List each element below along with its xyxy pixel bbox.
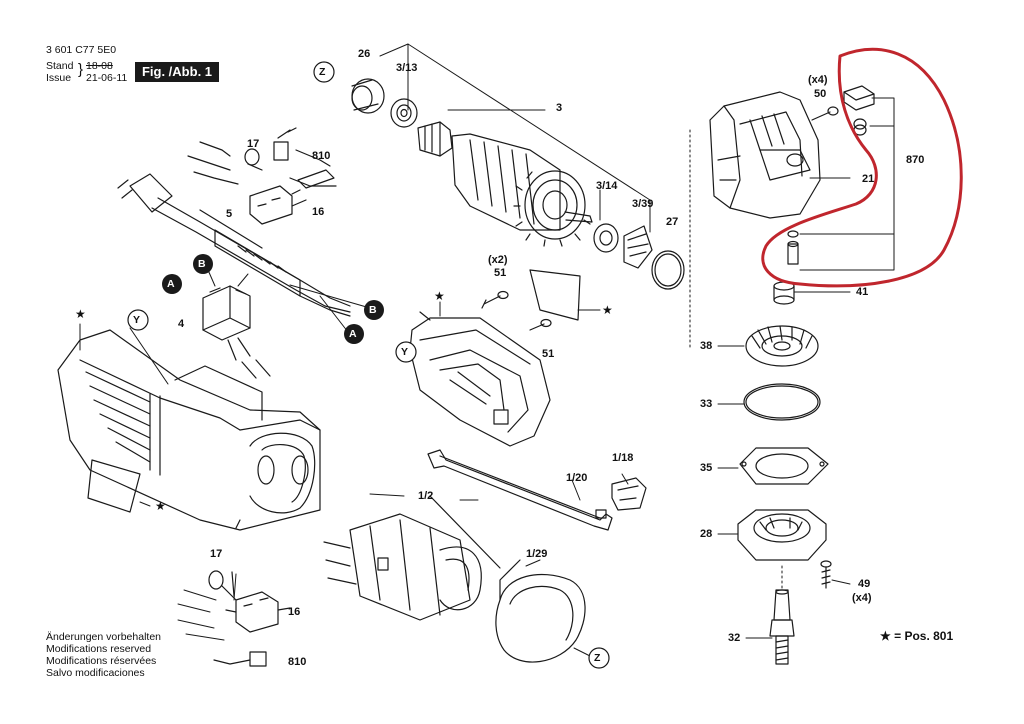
callout-1-29: 1/29 [526, 548, 548, 560]
bearing-3-13 [390, 98, 418, 128]
spring-17b [208, 570, 237, 601]
callout-51a-qty: (x2) [488, 254, 508, 266]
callout-49-qty: (x4) [852, 592, 872, 604]
bearing-flange-28 [737, 509, 827, 561]
modification-line-es: Salvo modificaciones [46, 667, 145, 679]
callout-32: 32 [728, 632, 741, 644]
screw-51b [529, 318, 552, 331]
bearing-3-14 [593, 223, 619, 253]
star-icon: ★ [602, 303, 613, 317]
issue-date: 21-06-11 [86, 72, 128, 84]
callout-33: 33 [700, 398, 713, 410]
brush-810b [213, 651, 267, 667]
callout-51b: 51 [542, 348, 555, 360]
callout-51a: 51 [494, 267, 507, 279]
modification-line-de: Änderungen vorbehalten [46, 631, 162, 643]
gear-head-housing-21 [709, 91, 821, 219]
callout-5: 5 [226, 208, 233, 220]
switch-4 [202, 285, 271, 379]
brush-holder-16b [225, 591, 291, 633]
callout-810b: 810 [288, 656, 307, 668]
stand-date: 18-08 [86, 60, 113, 72]
figure-label: Fig. /Abb. 1 [135, 62, 219, 82]
callout-1-18: 1/18 [612, 452, 634, 464]
callout-3-14: 3/14 [596, 180, 618, 192]
modification-line-en: Modifications reserved [46, 643, 152, 655]
marker-y-middle: Y [401, 346, 409, 358]
pinion-3-39 [623, 225, 653, 269]
armature-3 [417, 121, 593, 247]
plug-and-cable [117, 173, 351, 317]
callout-4: 4 [178, 318, 185, 330]
star-legend-text: = Pos. 801 [894, 629, 954, 643]
modification-line-fr: Modifications réservées [46, 655, 157, 667]
terminal-block-16a [249, 169, 335, 225]
motor-housing [57, 329, 321, 531]
callout-38: 38 [700, 340, 713, 352]
ring-27 [651, 250, 685, 290]
callout-28: 28 [700, 528, 713, 540]
spring-17a [244, 148, 263, 171]
callout-50-qty: (x4) [808, 74, 828, 86]
callout-21: 21 [862, 173, 875, 185]
callout-16a: 16 [312, 206, 325, 218]
screw-50 [811, 106, 839, 121]
callout-810a: 810 [312, 150, 331, 162]
issue-label: Issue [46, 72, 72, 84]
star-icon: ★ [880, 629, 891, 643]
o-ring-33 [743, 383, 821, 421]
star-icon: ★ [434, 289, 445, 303]
spindle-32 [769, 589, 795, 665]
star-icon: ★ [155, 499, 166, 513]
star-icon: ★ [75, 307, 86, 321]
callout-3-39: 3/39 [632, 198, 654, 210]
marker-a-2: A [349, 328, 357, 340]
screw-49 [820, 560, 832, 589]
brush-810a [273, 127, 297, 161]
lever-1-20 [427, 449, 613, 531]
stand-label: Stand [46, 60, 74, 72]
callout-1-2: 1/2 [418, 490, 434, 502]
callout-870: 870 [906, 154, 925, 166]
callout-35: 35 [700, 462, 713, 474]
highlight-loop [761, 47, 963, 288]
callout-1-20: 1/20 [566, 472, 588, 484]
callout-17b: 17 [210, 548, 223, 560]
lock-button-1-18 [611, 477, 647, 511]
pin-870 [787, 230, 799, 265]
part-number: 3 601 C77 5E0 [46, 44, 117, 56]
marker-z-bottom: Z [594, 652, 601, 664]
callout-3: 3 [556, 102, 563, 114]
bearing-26 [351, 78, 385, 114]
star-legend: ★ = Pos. 801 [880, 630, 953, 642]
spindle-lock-button [843, 85, 875, 111]
marker-a-1: A [167, 278, 175, 290]
marker-b-1: B [198, 258, 206, 270]
crown-gear-38 [745, 325, 819, 367]
callout-26: 26 [358, 48, 371, 60]
wires-top [187, 141, 337, 187]
marker-z-top: Z [319, 66, 326, 78]
field-coil-1-2 [323, 495, 501, 621]
callout-16b: 16 [288, 606, 301, 618]
gasket-35 [739, 447, 829, 485]
callout-3-13: 3/13 [396, 62, 418, 74]
bushing-41 [773, 281, 795, 305]
callout-17a: 17 [247, 138, 260, 150]
gear-cover [409, 311, 551, 447]
fan-baffle-1-29 [495, 559, 586, 663]
callout-50: 50 [814, 88, 827, 100]
callout-27: 27 [666, 216, 679, 228]
marker-y-left: Y [133, 314, 141, 326]
callout-49: 49 [858, 578, 871, 590]
label-card-left [87, 459, 141, 513]
screw-51a [481, 290, 509, 309]
brace: } [78, 61, 84, 78]
callout-41: 41 [856, 286, 869, 298]
marker-b-2: B [369, 304, 377, 316]
card-y [529, 269, 581, 321]
